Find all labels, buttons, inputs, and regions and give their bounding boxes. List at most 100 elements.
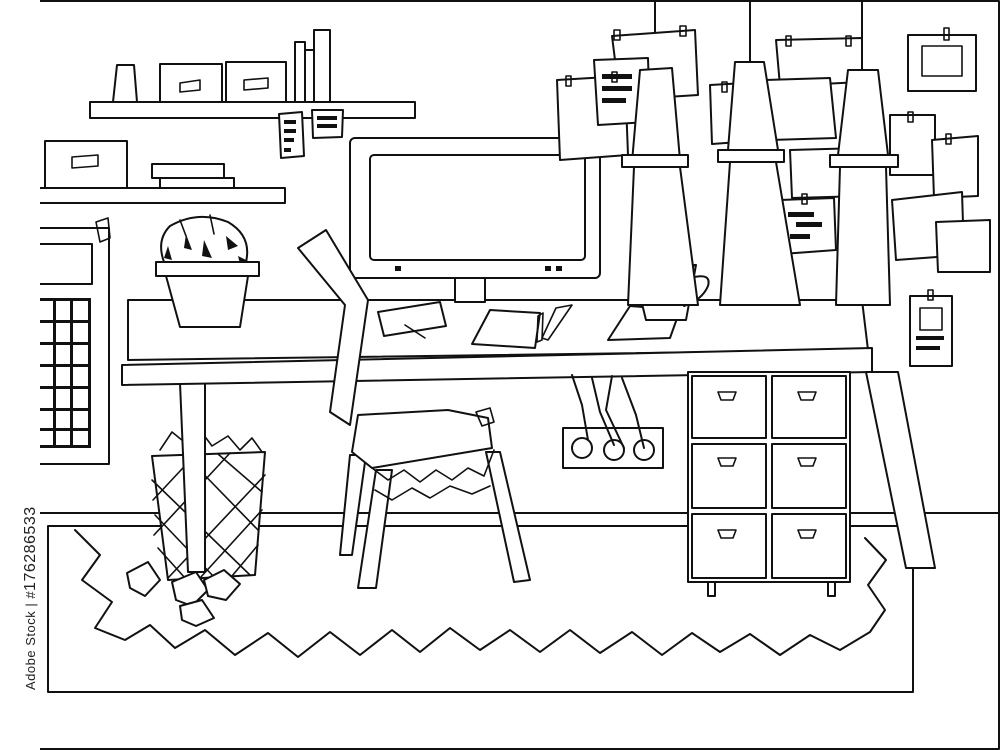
shelf-wedge-object (113, 65, 137, 102)
rug-zigzag-edge (75, 530, 886, 657)
stand-top (632, 68, 680, 162)
shelf-book (314, 30, 330, 102)
drawer-handle (798, 392, 816, 400)
paper-sticking-out (160, 430, 262, 452)
stock-id-number: 176286533 (22, 506, 39, 591)
cable (592, 378, 614, 445)
shelf-tray (160, 178, 234, 188)
shelf-book (305, 50, 314, 102)
potted-cactus (156, 215, 259, 327)
outlet-socket (604, 440, 624, 460)
pins (566, 26, 951, 300)
notes-wall (557, 0, 990, 366)
basket-body (152, 452, 265, 580)
stand-top (728, 62, 778, 150)
shelf-box-label (72, 155, 98, 168)
stand-body (720, 162, 800, 305)
chair-leg-front-left (358, 470, 392, 588)
monitor-button (556, 266, 562, 271)
stand-collar (622, 155, 688, 167)
drawer-handle (798, 458, 816, 466)
stock-id-prefix: Adobe Stock | # (23, 590, 38, 690)
drawer-handle (718, 458, 736, 466)
card-picture (920, 308, 942, 330)
cactus-spine (210, 215, 214, 234)
pinned-photo (908, 35, 976, 91)
upper-shelf-board (90, 102, 415, 118)
stand-top (838, 70, 888, 155)
upper-shelf (90, 30, 415, 158)
shelf-book (295, 42, 305, 102)
outlet-socket (634, 440, 654, 460)
drawer (772, 514, 846, 578)
chair-leg-front-right (486, 452, 530, 582)
pencil (542, 305, 572, 340)
sticky-note (312, 110, 343, 138)
cabinet-foot (828, 582, 835, 596)
desk-papers (378, 302, 680, 348)
standing-lamp-right (830, 70, 935, 568)
drawer-cabinet (688, 372, 850, 596)
cactus-spine (180, 220, 186, 236)
cactus-spine (184, 234, 192, 250)
crumpled-paper (180, 600, 214, 626)
shelf-box (45, 141, 127, 188)
shelf-box-label (180, 80, 200, 92)
calendar-day-cells (39, 301, 88, 445)
drawer-handle (718, 392, 736, 400)
crumpled-paper (127, 562, 160, 596)
pencil (537, 313, 543, 342)
chair-corner (476, 408, 494, 426)
pinned-note (932, 136, 978, 198)
cactus-spine (226, 236, 238, 250)
paper-sheet (472, 310, 540, 348)
standing-lamp-center (718, 62, 800, 305)
monitor-button (395, 266, 401, 271)
drawer-handle (718, 530, 736, 538)
stock-watermark-strip: Adobe Stock | #176286533 (0, 0, 40, 750)
pinned-note (936, 220, 990, 272)
chair-seat (352, 410, 492, 468)
cable (572, 375, 588, 440)
shelf-tray (152, 164, 224, 178)
stock-id-label: Adobe Stock | #176286533 (22, 506, 40, 690)
drawer (692, 444, 766, 508)
cable (606, 376, 624, 448)
computer-monitor (350, 138, 600, 302)
shelf-box-left (160, 64, 222, 102)
monitor-button (545, 266, 551, 271)
photo-inner (922, 46, 962, 76)
drawer (692, 514, 766, 578)
lower-shelf (0, 141, 285, 203)
drawer (772, 376, 846, 438)
shelf-box-right (226, 62, 286, 102)
basket-mesh (152, 453, 265, 578)
stand-body (836, 167, 890, 305)
cabinet-foot (708, 582, 715, 596)
paper-sheet (378, 302, 446, 336)
outlet-socket (572, 438, 592, 458)
drawer (692, 376, 766, 438)
drawer (772, 444, 846, 508)
calendar-picture (30, 244, 92, 284)
chair-crossbar (375, 486, 490, 500)
chair-backrest (298, 230, 368, 425)
stand-collar (830, 155, 898, 167)
cactus-spine (164, 246, 172, 260)
power-strip (563, 375, 663, 468)
stand-collar (718, 150, 784, 162)
cactus-spine (202, 240, 212, 258)
chair-seat-cloth (372, 450, 494, 482)
pencil (405, 325, 425, 338)
desk-chair (298, 230, 530, 588)
monitor-screen (370, 155, 585, 260)
stand-body (628, 167, 698, 305)
stand-leg (866, 372, 935, 568)
shelf-box-label (244, 78, 268, 90)
lower-shelf-board (0, 188, 285, 203)
pot-rim (156, 262, 259, 276)
pot-body (166, 276, 248, 327)
pinned-card (910, 296, 952, 366)
tape (96, 218, 110, 242)
